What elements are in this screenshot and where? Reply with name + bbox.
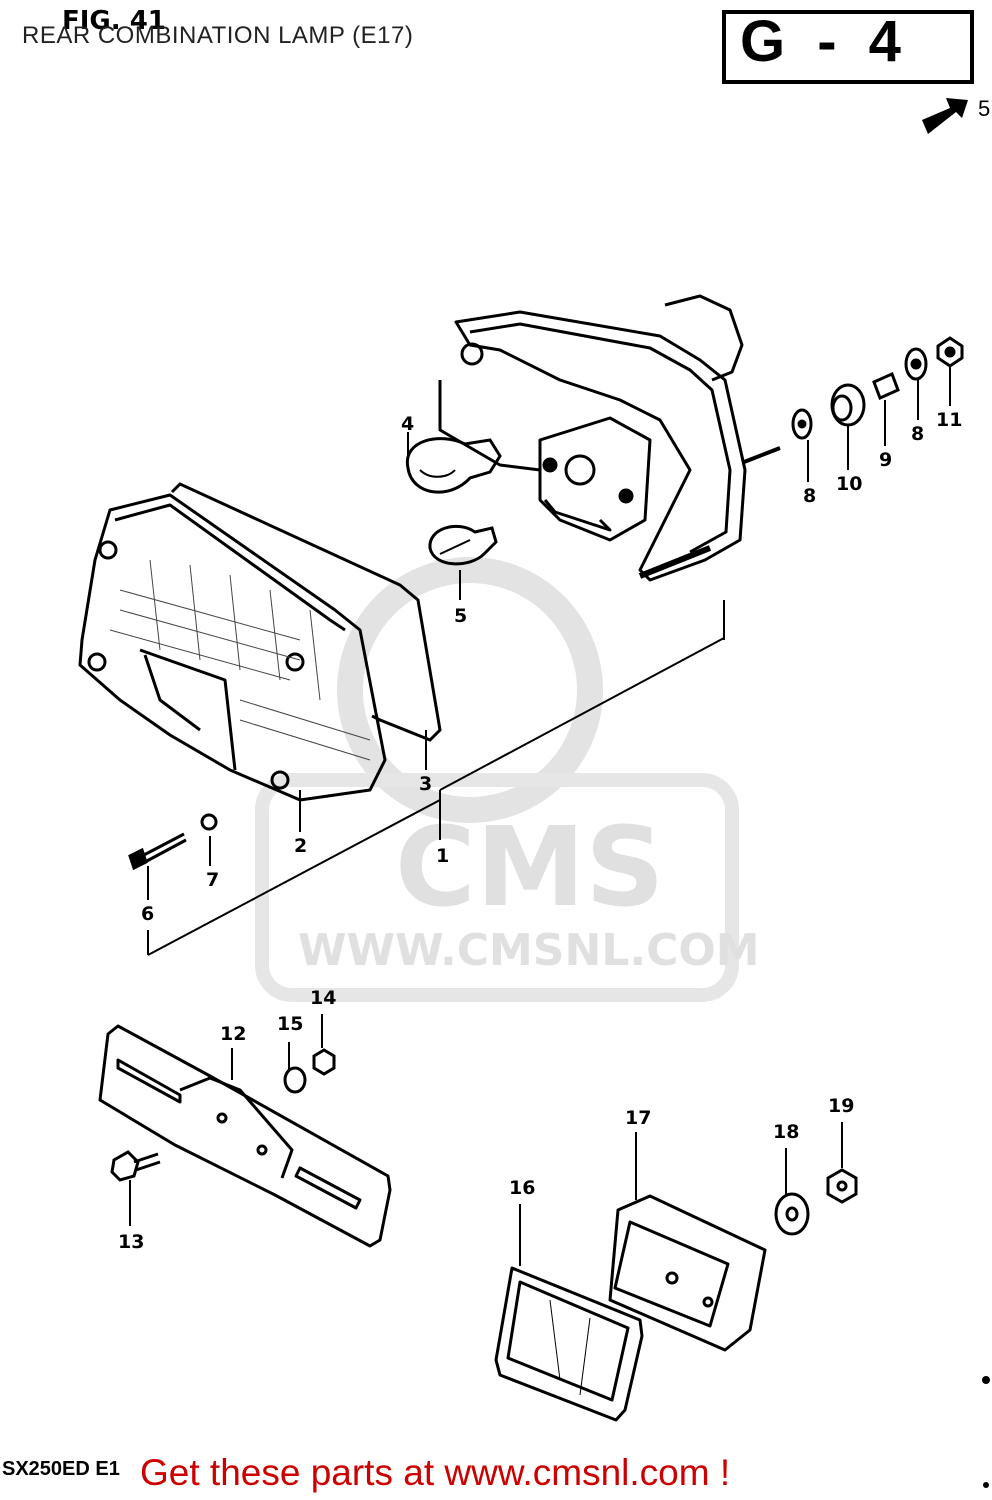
callout-9: 9	[879, 449, 892, 471]
callout-1: 1	[436, 845, 449, 867]
callout-4: 4	[401, 413, 414, 435]
parts-link[interactable]: Get these parts at www.cmsnl.com !	[140, 1452, 731, 1493]
license-bracket	[98, 1024, 392, 1248]
watermark: CMS WWW.CMSNL.COM	[255, 557, 760, 1002]
callout-18: 18	[773, 1121, 799, 1143]
next-page-arrow-icon	[922, 98, 968, 134]
callout-6: 6	[141, 903, 154, 925]
bulb-5	[428, 524, 498, 566]
reflector-16	[494, 1266, 644, 1422]
screw-6	[128, 832, 187, 871]
group-code-box	[722, 10, 974, 84]
hardware-stack	[791, 336, 964, 440]
bolt-13	[110, 1150, 161, 1182]
callout-12: 12	[220, 1023, 246, 1045]
callout-3: 3	[419, 773, 432, 795]
washer-7	[200, 813, 218, 831]
diagram-title: REAR COMBINATION LAMP (E17)	[22, 22, 414, 49]
callout-16: 16	[509, 1177, 535, 1199]
reflector-holder-17	[608, 1194, 767, 1352]
callout-14: 14	[310, 987, 336, 1009]
group-code: G - 4	[740, 9, 909, 74]
lamp-housing	[438, 294, 781, 582]
watermark-brand: CMS	[395, 803, 664, 931]
page-marker: 5	[978, 96, 991, 121]
callout-11: 11	[936, 409, 962, 431]
callout-8b: 8	[911, 423, 924, 445]
callout-15: 15	[277, 1013, 303, 1035]
callout-13: 13	[118, 1231, 144, 1253]
model-code: SX250ED E1	[2, 1458, 120, 1480]
fig-label: FIG. 41	[62, 6, 166, 36]
callout-labels: 1 2 3 4 5 6 7 8 8 9 10 11 12 13 14 15 16…	[118, 409, 962, 1253]
gasket	[170, 482, 442, 742]
callout-19: 19	[828, 1095, 854, 1117]
callout-8a: 8	[803, 485, 816, 507]
lens	[78, 493, 387, 802]
callout-7: 7	[206, 869, 219, 891]
callout-2: 2	[294, 835, 307, 857]
callout-10: 10	[836, 473, 862, 495]
callout-17: 17	[625, 1107, 651, 1129]
watermark-url: WWW.CMSNL.COM	[298, 925, 760, 976]
nut-washer	[283, 1048, 336, 1094]
washer-nut-18-19	[774, 1168, 858, 1236]
bulb-4	[405, 437, 502, 494]
callout-5: 5	[454, 605, 467, 627]
